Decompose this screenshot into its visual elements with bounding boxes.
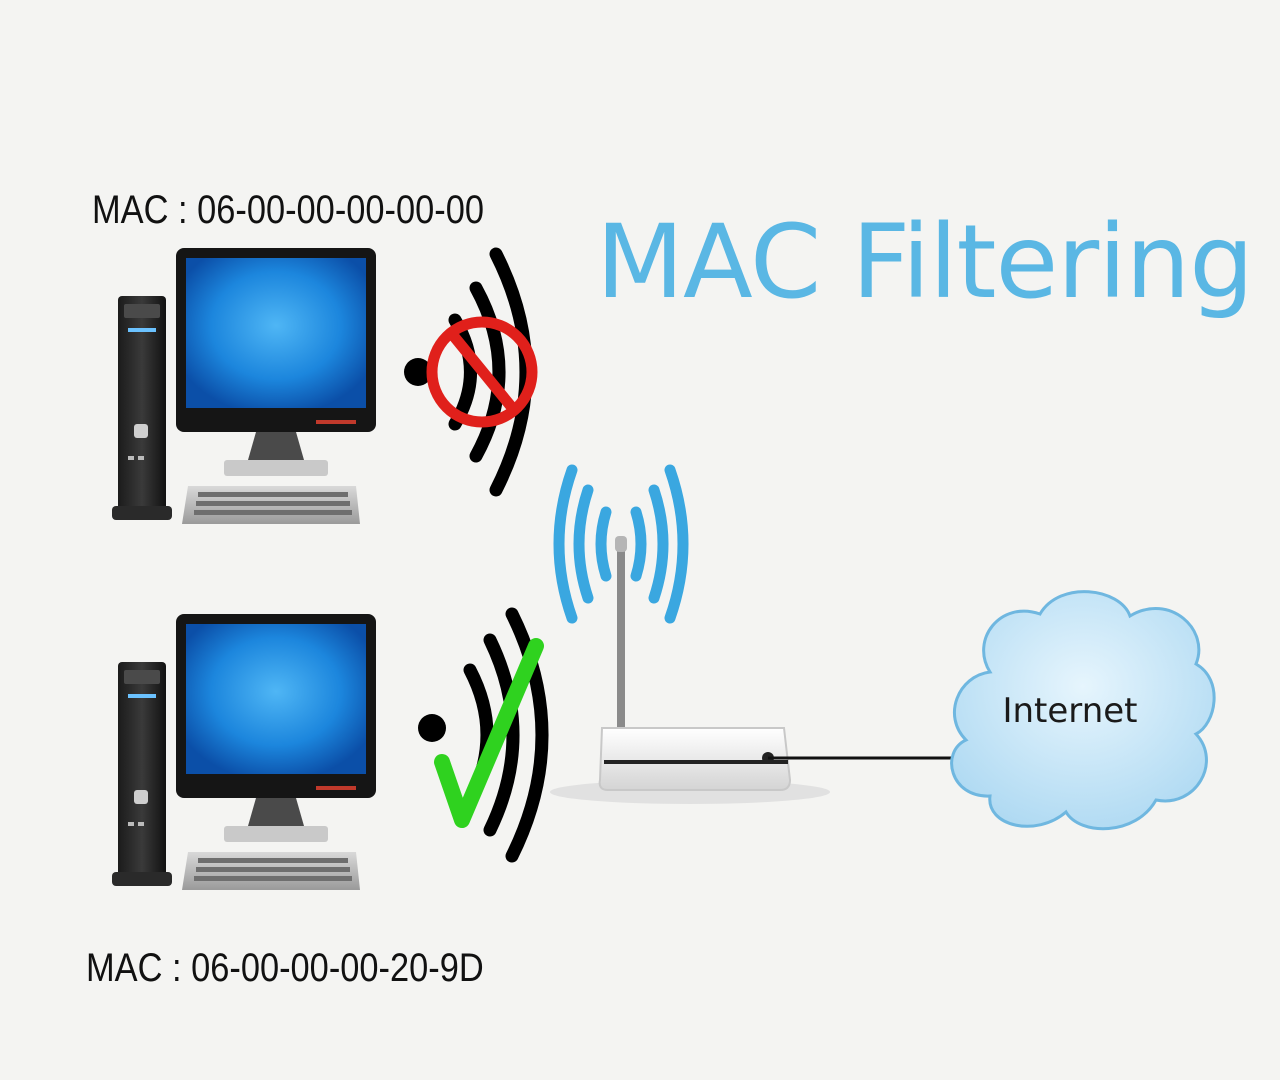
mac-label-allowed: MAC : 06-00-00-00-20-9D <box>86 946 484 990</box>
no-entry-icon <box>426 316 538 428</box>
computer-allowed <box>112 614 376 890</box>
router-wifi-waves-icon <box>553 464 689 624</box>
wifi-signal-blocked-icon <box>404 247 533 497</box>
internet-cloud: Internet <box>950 590 1216 831</box>
computer-blocked <box>112 248 376 524</box>
cloud-label: Internet <box>1002 691 1137 731</box>
router <box>550 536 830 804</box>
wifi-signal-allowed-icon <box>418 607 549 863</box>
page-title: MAC Filtering <box>596 203 1254 322</box>
checkmark-icon <box>434 638 544 828</box>
mac-label-blocked: MAC : 06-00-00-00-00-00 <box>92 188 484 232</box>
